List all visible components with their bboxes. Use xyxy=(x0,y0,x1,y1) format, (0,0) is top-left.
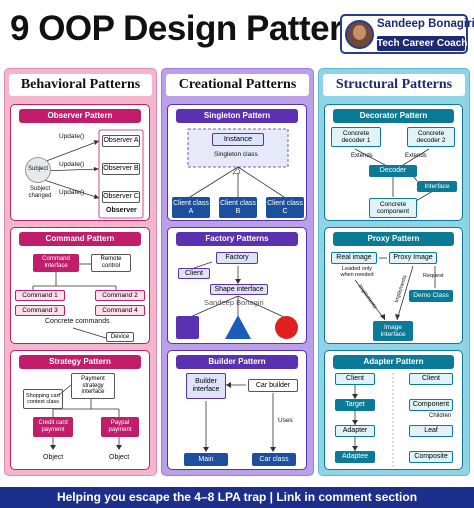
brand-role: Tech Career Coach xyxy=(377,36,468,51)
instance-box: Instance xyxy=(212,133,264,146)
subject-changed-label: Subject changed xyxy=(28,186,52,199)
command-title: Command Pattern xyxy=(19,232,141,246)
object-label-2: Object xyxy=(109,454,130,461)
interface-box: Interface xyxy=(417,181,457,192)
component-box: Component xyxy=(409,399,453,411)
proxy-card: Proxy Pattern Real image Proxy Image Lea… xyxy=(324,227,463,344)
concrete-decoder-2: Concrete decoder 2 xyxy=(407,127,455,147)
behavioral-title: Behavioral Patterns xyxy=(9,74,152,96)
decorator-card: Decorator Pattern Concrete decoder 1 Con… xyxy=(324,104,463,221)
behavioral-column: Behavioral Patterns Observer Pattern Sub… xyxy=(4,68,157,476)
paypal-payment: Paypal payment xyxy=(101,417,139,437)
strategy-arrows xyxy=(50,384,122,450)
car-builder: Car builder xyxy=(248,379,298,392)
leaf-box: Leaf xyxy=(409,425,453,437)
strategy-title: Strategy Pattern xyxy=(19,355,141,369)
client-class-a: Client class A xyxy=(172,197,210,218)
proxy-image: Proxy Image xyxy=(389,252,437,264)
singleton-title: Singleton Pattern xyxy=(176,109,298,123)
command-interface: Command Interface xyxy=(33,254,79,272)
update-label-1: Update() xyxy=(59,133,85,140)
creational-title: Creational Patterns xyxy=(166,74,309,96)
adapter-title: Adapter Pattern xyxy=(333,355,454,369)
brand-badge: Sandeep Bonagiri Tech Career Coach xyxy=(340,14,474,54)
subject-icon xyxy=(25,157,51,183)
target-box: Target xyxy=(335,399,375,411)
extends-label-1: Extends xyxy=(351,153,373,159)
adaptee-box: Adaptee xyxy=(335,451,375,463)
observer-c: Observer C xyxy=(102,191,140,203)
subject-label: Subject xyxy=(28,166,49,172)
factory-box: Factory xyxy=(216,252,258,264)
creational-column: Creational Patterns Singleton Pattern In… xyxy=(161,68,314,476)
shopping-cart-context: Shopping cart context class xyxy=(23,389,63,409)
adapter-arrows xyxy=(352,373,394,467)
observer-a: Observer A xyxy=(102,135,140,147)
concrete-component: Concrete component xyxy=(369,198,417,218)
decorator-title: Decorator Pattern xyxy=(333,109,454,123)
page-title: 9 OOP Design Patterns xyxy=(10,9,383,48)
observer-b: Observer B xyxy=(102,163,140,175)
factory-title: Factory Patterns xyxy=(176,232,298,246)
command-2: Command 2 xyxy=(95,290,145,301)
concrete-decoder-1: Concrete decoder 1 xyxy=(331,127,381,147)
update-label-2: Update() xyxy=(59,161,85,168)
observer-title: Observer Pattern xyxy=(19,109,141,123)
structural-title: Structural Patterns xyxy=(323,74,465,96)
observer-label: Observer xyxy=(106,207,137,214)
demo-class: Demo Class xyxy=(409,290,453,302)
loaded-label: Leaded only when needed xyxy=(340,266,374,279)
device-box: Device xyxy=(106,332,134,342)
builder-interface: Builder interface xyxy=(186,373,226,399)
client-class-b: Client class B xyxy=(219,197,257,218)
square-shape xyxy=(176,316,199,339)
composite-box: Composite xyxy=(409,451,453,463)
singleton-class-label: Singleton class xyxy=(214,151,258,158)
proxy-title: Proxy Pattern xyxy=(333,232,454,246)
command-arrows xyxy=(32,263,117,339)
shape-interface: Shape interface xyxy=(210,284,268,295)
triangle-shape xyxy=(225,315,251,339)
command-3: Command 3 xyxy=(15,305,65,316)
request-label: Request xyxy=(423,273,444,279)
command-4: Command 4 xyxy=(95,305,145,316)
concrete-commands-label: Concrete commands xyxy=(45,318,110,325)
children-label: Children xyxy=(429,413,452,419)
command-card: Command Pattern Command Interface Remote… xyxy=(10,227,150,344)
factory-watermark: Sandeep Bonagiri xyxy=(204,298,264,307)
footer-banner: Helping you escape the 4–8 LPA trap | Li… xyxy=(0,487,474,508)
builder-card: Builder Pattern Builder interface Car bu… xyxy=(167,350,307,470)
car-class-box: Car class xyxy=(252,453,296,466)
factory-arrows xyxy=(187,261,287,319)
factory-card: Factory Patterns Factory Client Shape in… xyxy=(167,227,307,344)
adapter-client: Client xyxy=(335,373,375,385)
decoder-box: Decoder xyxy=(369,165,417,177)
adapter-box: Adapter xyxy=(335,425,375,437)
credit-card-payment: Credit card payment xyxy=(33,417,73,437)
builder-arrows xyxy=(203,382,276,452)
strategy-card: Strategy Pattern Payment strategy interf… xyxy=(10,350,150,470)
composite-client: Client xyxy=(409,373,453,385)
client-class-c: Client class C xyxy=(266,197,304,218)
real-image: Real image xyxy=(331,252,377,264)
extends-label-2: Extends xyxy=(405,153,427,159)
brand-name: Sandeep Bonagiri xyxy=(377,18,474,30)
singleton-card: Singleton Pattern Instance Singleton cla… xyxy=(167,104,307,221)
uses-label: Uses xyxy=(278,417,293,424)
circle-shape xyxy=(275,316,298,339)
client-box: Client xyxy=(178,268,210,279)
command-1: Command 1 xyxy=(15,290,65,301)
main-box: Main xyxy=(184,453,228,466)
builder-title: Builder Pattern xyxy=(176,355,298,369)
object-label-1: Object xyxy=(43,454,64,461)
update-label-3: Update() xyxy=(59,189,85,196)
payment-interface: Payment strategy interface xyxy=(71,373,115,399)
observer-card: Observer Pattern Subject Subject changed… xyxy=(10,104,150,221)
avatar xyxy=(345,20,374,49)
adapter-card: Adapter Pattern Client Target Adapter Ad… xyxy=(324,350,463,470)
structural-column: Structural Patterns Decorator Pattern Co… xyxy=(318,68,470,476)
proxy-arrows xyxy=(354,257,436,321)
image-interface: Image Interface xyxy=(373,321,413,341)
remote-control: Remote control xyxy=(91,254,131,272)
